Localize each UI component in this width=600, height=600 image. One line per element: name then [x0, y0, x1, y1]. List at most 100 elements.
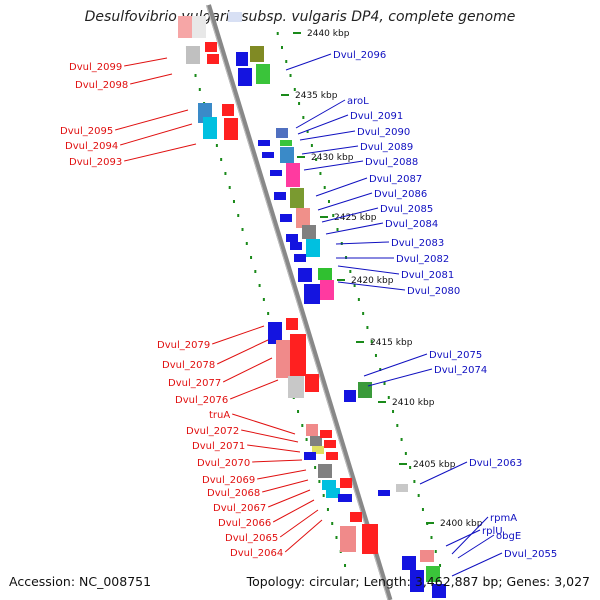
left-gene-label: Dvul_2064	[230, 548, 283, 559]
right-gene-leader	[363, 353, 428, 377]
gene-feature	[280, 214, 292, 222]
scale-dot-right	[332, 214, 335, 217]
scale-tick-label: 2410 kbp	[392, 398, 435, 408]
right-gene-label: Dvul_2082	[396, 254, 449, 265]
scale-tick-label: 2415 kbp	[370, 338, 413, 348]
left-gene-label: Dvul_2071	[192, 441, 245, 452]
right-gene-leader	[337, 281, 406, 291]
scale-dot-left	[245, 242, 248, 245]
scale-dot-left	[322, 494, 325, 497]
scale-dot-left	[232, 200, 235, 203]
scale-tick-label: 2440 kbp	[307, 29, 350, 39]
scale-dot-right	[417, 494, 420, 497]
right-gene-leader	[303, 160, 364, 171]
scale-dot-right	[379, 368, 382, 371]
scale-dot-right	[315, 158, 318, 161]
left-gene-leader	[212, 325, 265, 345]
left-gene-leader	[252, 459, 303, 463]
left-gene-leader	[230, 379, 279, 400]
scale-dot-left	[215, 144, 218, 147]
left-gene-label: Dvul_2099	[69, 62, 122, 73]
scale-dot-right	[439, 564, 442, 567]
gene-feature	[224, 118, 238, 140]
gene-feature	[426, 566, 440, 582]
right-gene-label: rpmA	[490, 513, 517, 524]
right-gene-label: Dvul_2086	[374, 189, 427, 200]
right-gene-label: Dvul_2096	[333, 50, 386, 61]
scale-dot-right	[387, 396, 390, 399]
gene-feature	[250, 46, 264, 62]
gene-feature	[276, 128, 288, 138]
gene-feature	[410, 570, 424, 592]
gene-feature	[290, 242, 302, 250]
gene-feature	[324, 440, 336, 448]
gene-feature	[338, 494, 352, 502]
scale-dot-left	[237, 214, 240, 217]
right-gene-leader	[457, 534, 495, 559]
gene-feature	[340, 478, 352, 488]
left-gene-label: Dvul_2076	[175, 395, 228, 406]
right-gene-label: Dvul_2075	[429, 350, 482, 361]
scale-dot-right	[285, 60, 288, 63]
scale-dot-left	[314, 466, 317, 469]
scale-dot-right	[280, 46, 283, 49]
gene-feature	[318, 268, 332, 280]
right-gene-leader	[325, 222, 384, 235]
scale-dot-right	[306, 130, 309, 133]
scale-dot-right	[336, 228, 339, 231]
scale-dot-left	[250, 256, 253, 259]
left-gene-leader	[120, 123, 193, 146]
gene-feature	[420, 550, 434, 562]
scale-dot-left	[305, 438, 308, 441]
gene-feature	[192, 16, 206, 38]
gene-feature	[256, 64, 270, 84]
scale-dot-left	[224, 172, 227, 175]
right-gene-label: Dvul_2063	[469, 458, 522, 469]
genome-backbone-highlight	[205, 4, 389, 600]
right-gene-leader	[317, 192, 373, 211]
scale-dot-right	[370, 340, 373, 343]
scale-dot-left	[267, 312, 270, 315]
gene-feature	[358, 382, 372, 398]
gene-feature	[294, 254, 306, 262]
left-gene-label: Dvul_2079	[157, 340, 210, 351]
right-gene-label: Dvul_2085	[380, 204, 433, 215]
left-gene-label: truA	[209, 410, 230, 421]
scale-dot-right	[421, 508, 424, 511]
left-gene-leader	[216, 339, 269, 365]
left-gene-label: Dvul_2072	[186, 426, 239, 437]
gene-feature	[378, 490, 390, 496]
right-gene-label: aroL	[347, 96, 369, 107]
right-gene-label: Dvul_2083	[391, 238, 444, 249]
gene-feature	[320, 430, 332, 438]
left-gene-label: Dvul_2095	[60, 126, 113, 137]
left-gene-leader	[262, 479, 309, 493]
gene-feature	[288, 376, 304, 398]
scale-tick-label: 2405 kbp	[413, 460, 456, 470]
left-gene-label: Dvul_2094	[65, 141, 118, 152]
scale-dot-right	[366, 326, 369, 329]
scale-dot-left	[262, 298, 265, 301]
scale-dot-left	[194, 74, 197, 77]
scale-dot-right	[323, 186, 326, 189]
scale-dot-left	[254, 270, 257, 273]
scale-dot-right	[430, 536, 433, 539]
scale-dot-left	[318, 480, 321, 483]
scale-dot-right	[310, 144, 313, 147]
scale-dot-right	[434, 550, 437, 553]
gene-feature	[268, 322, 282, 344]
scale-dot-right	[276, 32, 279, 35]
gene-feature	[280, 147, 294, 163]
left-gene-leader	[257, 469, 307, 480]
scale-dot-right	[409, 466, 412, 469]
scale-dot-right	[293, 88, 296, 91]
scale-tick-label: 2430 kbp	[311, 153, 354, 163]
left-gene-leader	[279, 509, 319, 538]
right-gene-leader	[451, 552, 503, 577]
right-gene-label: Dvul_2087	[369, 174, 422, 185]
gene-feature	[306, 424, 318, 436]
scale-tick-label: 2435 kbp	[295, 91, 338, 101]
right-gene-label: obgE	[496, 531, 521, 542]
left-gene-label: Dvul_2070	[197, 458, 250, 469]
